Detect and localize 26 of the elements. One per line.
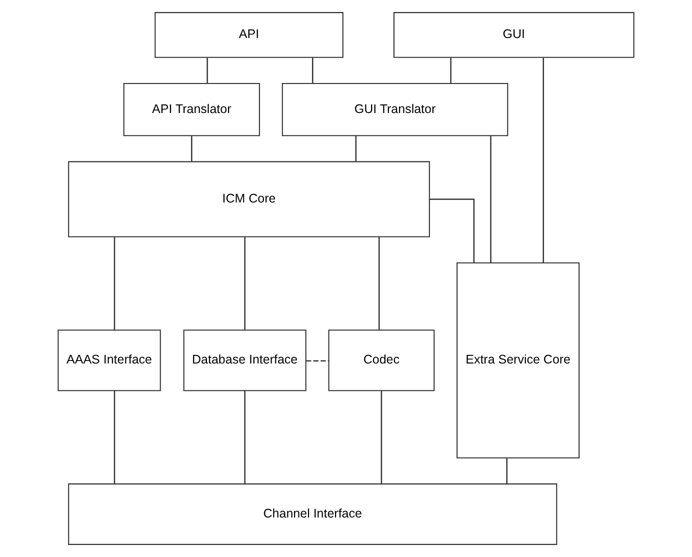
connector bbox=[450, 58, 452, 84]
connector bbox=[542, 58, 544, 263]
node-box: GUI Translator bbox=[282, 82, 508, 136]
connector bbox=[244, 390, 246, 484]
node-box: ICM Core bbox=[68, 161, 430, 238]
connector bbox=[312, 58, 314, 84]
connector bbox=[191, 136, 192, 162]
node-box: API Translator bbox=[123, 82, 260, 136]
connector bbox=[490, 136, 492, 263]
node-box: AAAS Interface bbox=[58, 330, 161, 392]
connector bbox=[506, 458, 508, 484]
connector bbox=[378, 237, 380, 330]
connector bbox=[206, 58, 208, 84]
node-box: Channel Interface bbox=[68, 483, 558, 545]
connector bbox=[114, 237, 116, 330]
connector bbox=[306, 360, 329, 362]
node-box: Database Interface bbox=[183, 330, 306, 392]
node-box: GUI bbox=[393, 12, 634, 58]
connector bbox=[430, 198, 475, 262]
node-box: API bbox=[154, 12, 344, 58]
connector bbox=[114, 390, 116, 484]
connector bbox=[355, 136, 357, 162]
connector bbox=[380, 390, 382, 484]
connector bbox=[244, 237, 246, 330]
node-box: Extra Service Core bbox=[456, 262, 580, 458]
node-box: Codec bbox=[328, 330, 435, 392]
